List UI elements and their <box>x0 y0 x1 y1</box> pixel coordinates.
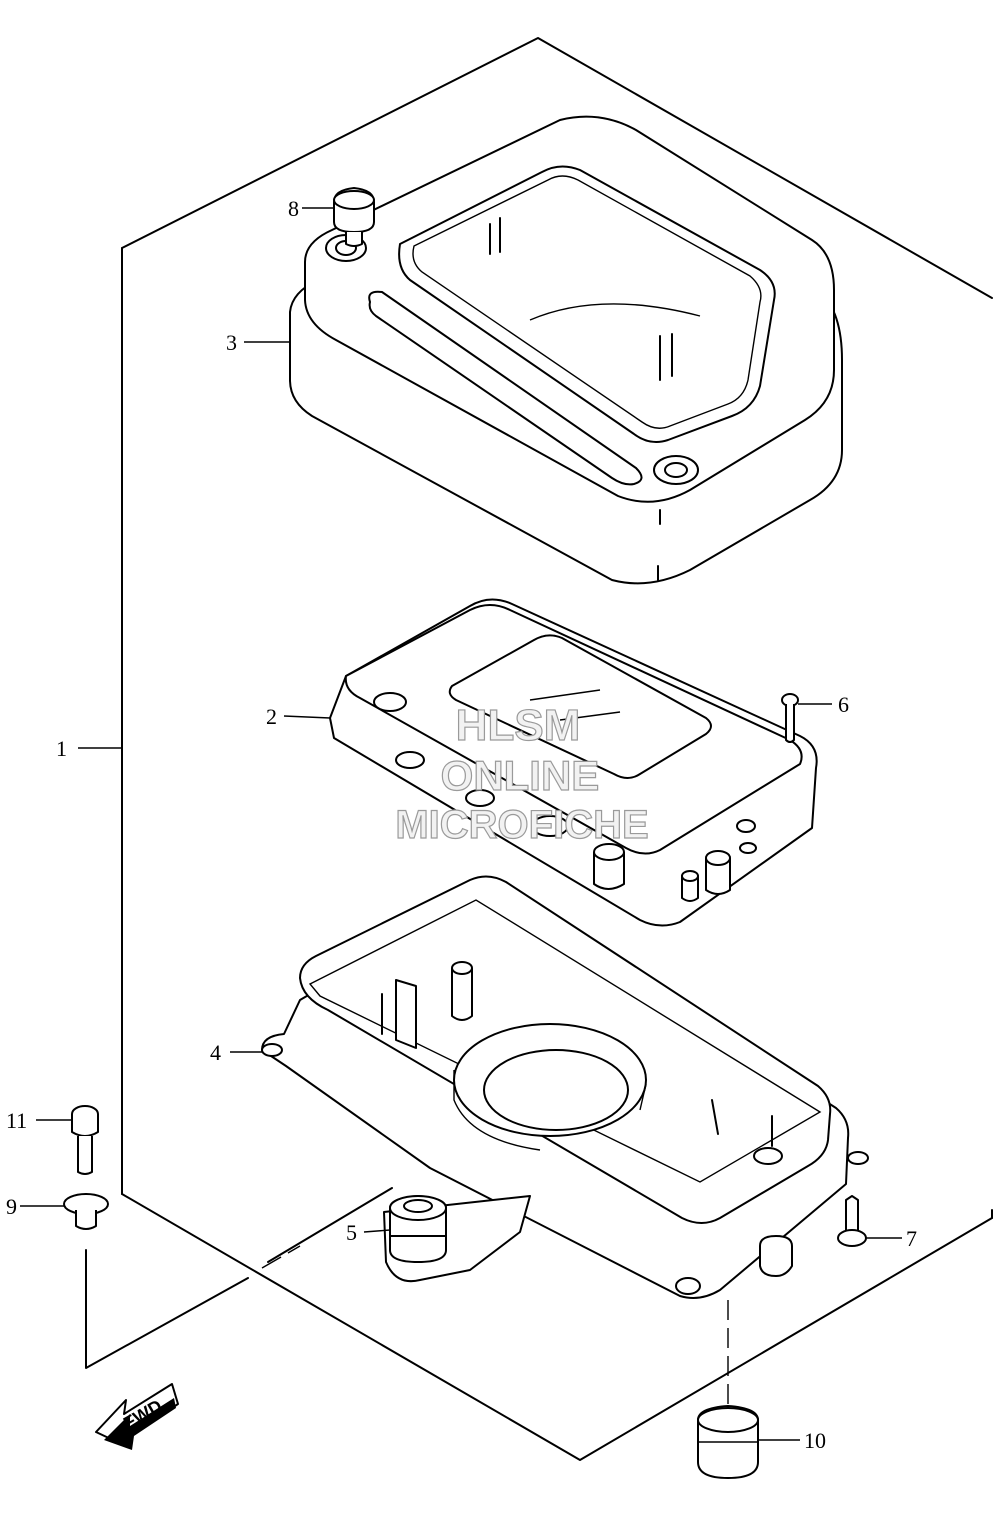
assembly-boundary <box>121 37 993 299</box>
callout-6: 6 <box>838 692 849 717</box>
screw-part-7 <box>837 1195 867 1247</box>
callout-11: 11 <box>6 1108 27 1133</box>
callout-9: 9 <box>6 1194 17 1219</box>
case-part-4 <box>261 875 869 1299</box>
watermark: HLSM ONLINE MICROFICHE <box>395 700 650 847</box>
callout-8: 8 <box>288 196 299 221</box>
bracket-line <box>85 1249 249 1369</box>
meter-board-part-2 <box>329 598 818 927</box>
grommet-part-5 <box>389 1195 447 1263</box>
collar-part-9 <box>63 1193 109 1230</box>
callout-3: 3 <box>226 330 237 355</box>
callout-10: 10 <box>804 1428 826 1453</box>
callout-5: 5 <box>346 1220 357 1245</box>
cover-part-3 <box>289 115 843 585</box>
callout-7: 7 <box>906 1226 917 1251</box>
callout-4: 4 <box>210 1040 221 1065</box>
watermark-line-1: HLSM <box>456 701 581 750</box>
callout-2: 2 <box>266 704 277 729</box>
cap-part-10 <box>697 1405 759 1479</box>
watermark-line-2: ONLINE <box>441 752 600 799</box>
watermark-line-3: MICROFICHE <box>395 803 648 847</box>
fwd-arrow-icon: FWD <box>95 1383 179 1450</box>
knob-part-8 <box>333 187 375 247</box>
assembly-boundary-bottom <box>121 1193 993 1461</box>
bolt-part-11 <box>71 1105 99 1175</box>
callout-1: 1 <box>56 736 67 761</box>
screw-part-6 <box>781 693 799 743</box>
